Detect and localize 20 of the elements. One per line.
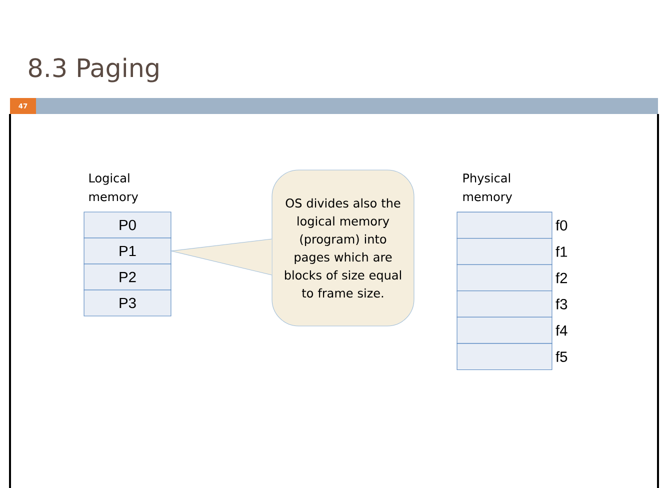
- frame-label: f0: [556, 220, 568, 231]
- memory-cell: [456, 238, 552, 265]
- callout-bubble: OS divides also the logical memory (program) into pages which are blocks of size equal to frame size.: [170, 170, 414, 326]
- frame-label: f2: [556, 272, 567, 284]
- memory-cell: P2: [84, 264, 172, 290]
- column-heading: Physical memory: [463, 173, 512, 204]
- memory-cell: [456, 212, 552, 239]
- memory-cell: [456, 343, 552, 370]
- memory-cell: [456, 316, 552, 344]
- memory-cell: P1: [84, 238, 172, 264]
- frame-label: f1: [556, 246, 568, 257]
- column-heading: Logical memory: [89, 173, 138, 204]
- frame-label: f4: [556, 325, 568, 336]
- frame-label: f3: [556, 298, 568, 310]
- memory-cell: P0: [84, 212, 172, 238]
- memory-cell: [456, 290, 552, 318]
- title: 8.3 Paging: [29, 58, 158, 82]
- memory-cell: [456, 264, 552, 292]
- memory-cell: P3: [84, 290, 172, 316]
- frame-label: f5: [556, 351, 568, 362]
